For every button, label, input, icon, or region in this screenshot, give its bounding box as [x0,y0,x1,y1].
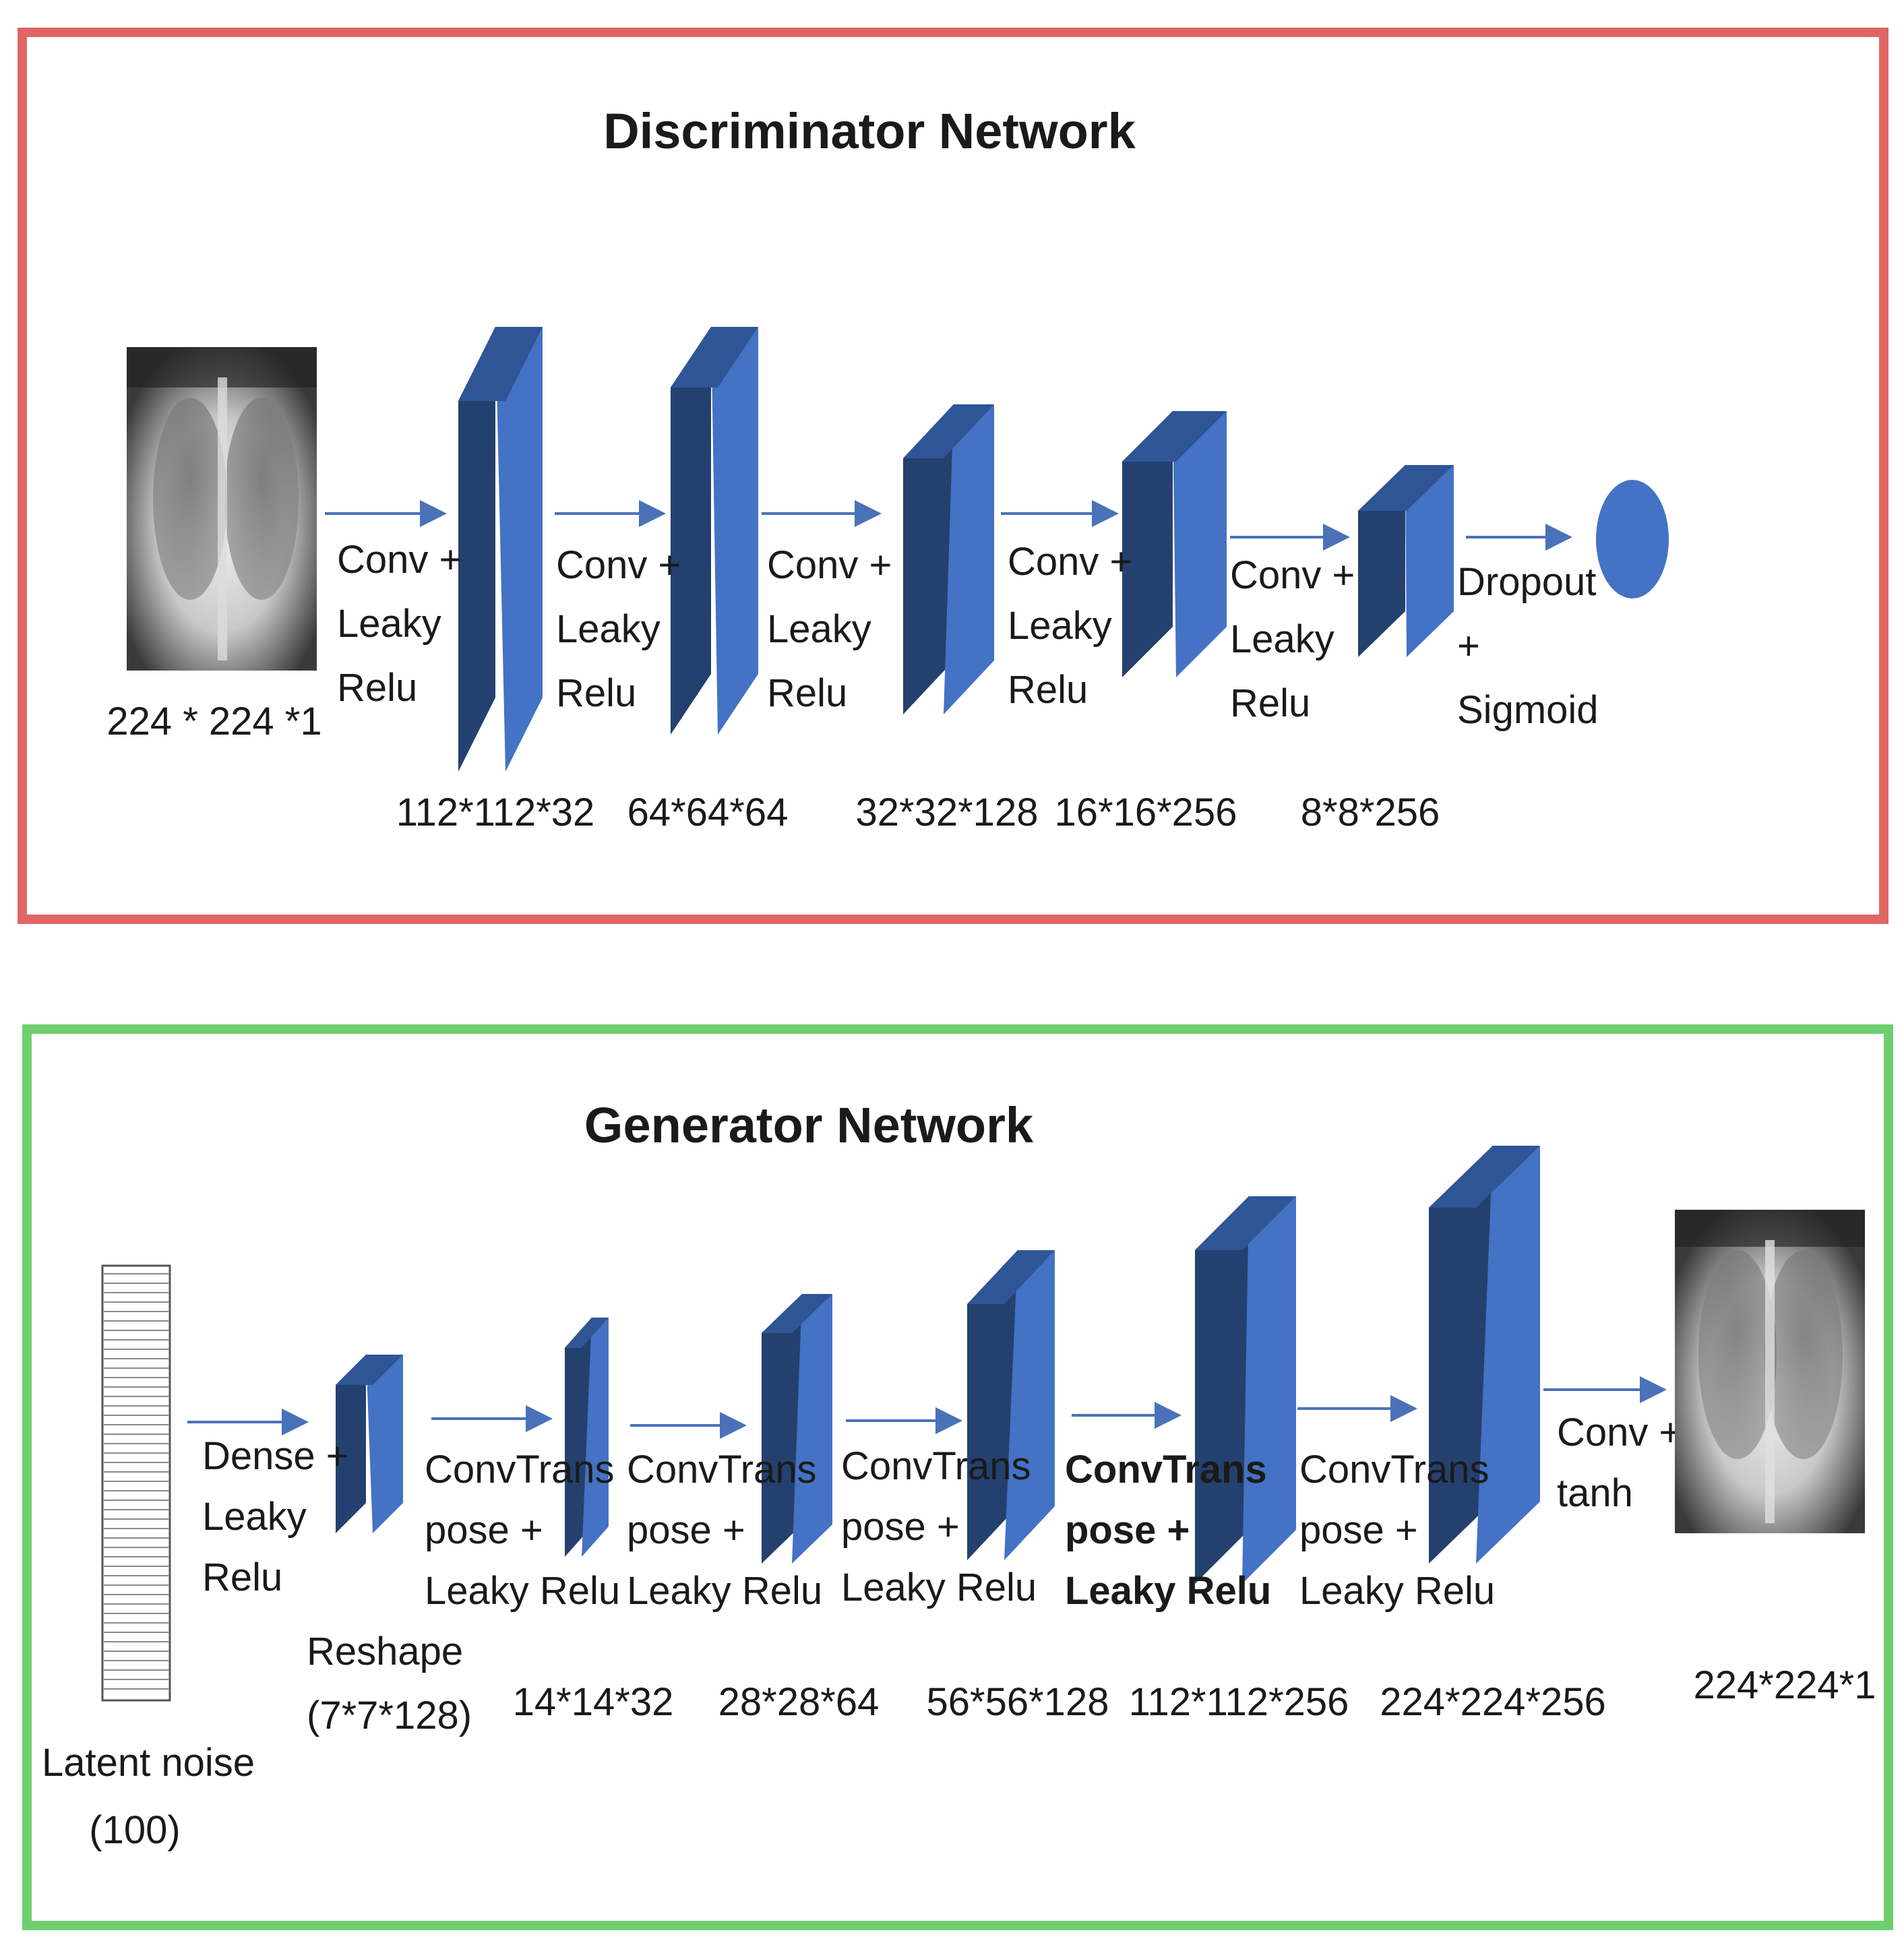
generator-step-2-dims: 14*14*32 [513,1680,674,1724]
generator-block-2 [565,1318,609,1557]
generator-step-1-dims-line-2: (7*7*128) [307,1694,472,1737]
generator-step-1-label-line-3: Relu [202,1555,282,1599]
discriminator-step-4-label-line-3: Relu [1008,668,1088,712]
discriminator-step-3-dims: 32*32*128 [856,791,1039,834]
generator-step-4-label-line-1: ConvTrans [841,1444,1031,1488]
generator-step-6-dims: 224*224*256 [1380,1680,1605,1724]
discriminator-step-6-label-line-3: Sigmoid [1457,688,1599,732]
discriminator-block-2 [671,327,758,735]
discriminator-step-5-label-line-1: Conv + [1230,553,1355,597]
discriminator-frame [18,28,1888,924]
generator-step-4-label-line-3: Leaky Relu [841,1566,1037,1609]
generator-step-4-label-line-2: pose + [841,1505,960,1549]
generator-step-1-label-line-1: Dense + [202,1434,349,1478]
generator-block-4 [967,1250,1055,1560]
generator-arrows [187,1376,1667,1439]
discriminator-step-5-dims: 8*8*256 [1301,791,1440,834]
generator-step-2-label-line-1: ConvTrans [425,1448,615,1491]
generator-step-4-dims: 56*56*128 [927,1680,1109,1724]
discriminator-step-3-label-line-1: Conv + [767,543,892,587]
discriminator-step-2-dims: 64*64*64 [627,791,789,834]
discriminator-step-4-dims: 16*16*256 [1055,791,1237,834]
discriminator-step-6-label-line-1: Dropout [1457,560,1596,604]
generator-step-2-label-line-3: Leaky Relu [425,1569,620,1613]
generator-title: Generator Network [584,1097,1034,1153]
discriminator-step-1-label-line-3: Relu [337,666,417,710]
latent-noise-label-line1: Latent noise [42,1741,255,1785]
generator-frame [22,1024,1893,1930]
discriminator-step-5-label-line-3: Relu [1230,681,1310,725]
discriminator-step-2-label-line-2: Leaky [556,607,661,651]
generator-block-6 [1429,1146,1540,1564]
generator-blocks [336,1146,1540,1584]
discriminator-title: Discriminator Network [603,103,1136,159]
generator-step-6-label-line-1: ConvTrans [1299,1448,1490,1491]
latent-noise-vector-icon [101,1264,171,1702]
discriminator-input-dims: 224 * 224 *1 [106,700,321,743]
discriminator-step-2-label-line-1: Conv + [556,543,681,587]
generator-step-2-label-line-2: pose + [425,1508,543,1552]
generator-step-3-label-line-2: pose + [627,1508,745,1552]
generator-step-7-label-line-2: tanh [1557,1471,1633,1515]
generator-block-1 [336,1355,403,1533]
generator-step-1-dims-line-1: Reshape [307,1630,463,1673]
discriminator-step-6-label-line-2: + [1457,624,1480,668]
discriminator-block-1 [458,327,543,772]
generator-output-xray-icon [1675,1210,1865,1533]
discriminator-step-3-label-line-3: Relu [767,671,847,715]
discriminator-blocks [458,327,1454,772]
discriminator-step-5-label-line-2: Leaky [1230,617,1334,661]
discriminator-block-3 [903,404,994,714]
discriminator-arrows [325,500,1572,551]
discriminator-step-1-dims: 112*112*32 [396,791,595,834]
generator-output-dims: 224*224*1 [1694,1663,1876,1707]
discriminator-input-xray-icon [127,347,317,671]
generator-step-5-label-line-3: Leaky Relu [1065,1569,1271,1613]
discriminator-step-3-label-line-2: Leaky [767,607,871,651]
generator-step-3-dims: 28*28*64 [718,1680,880,1724]
generator-step-6-label-line-2: pose + [1299,1508,1418,1552]
discriminator-step-4-label-line-1: Conv + [1008,540,1132,584]
generator-step-3-label-line-1: ConvTrans [627,1448,817,1491]
generator-step-5-label-line-1: ConvTrans [1065,1448,1267,1491]
generator-step-5-dims: 112*112*256 [1129,1680,1349,1724]
generator-step-1-label-line-2: Leaky [202,1495,307,1539]
latent-noise-label-line2: (100) [89,1808,180,1852]
discriminator-step-1-label-line-1: Conv + [337,538,462,582]
generator-step-6-label-line-3: Leaky Relu [1299,1569,1495,1613]
discriminator-step-4-label-line-2: Leaky [1008,604,1112,648]
generator-step-3-label-line-3: Leaky Relu [627,1569,822,1613]
discriminator-output-node-icon [1596,480,1669,598]
discriminator-step-1-label-line-2: Leaky [337,602,441,646]
generator-block-5 [1195,1196,1296,1584]
generator-block-3 [762,1294,832,1564]
generator-step-7-label-line-1: Conv + [1557,1411,1682,1454]
generator-step-5-label-line-2: pose + [1065,1508,1190,1552]
discriminator-step-2-label-line-3: Relu [556,671,636,715]
discriminator-block-4 [1122,411,1227,677]
discriminator-block-5 [1358,465,1454,657]
